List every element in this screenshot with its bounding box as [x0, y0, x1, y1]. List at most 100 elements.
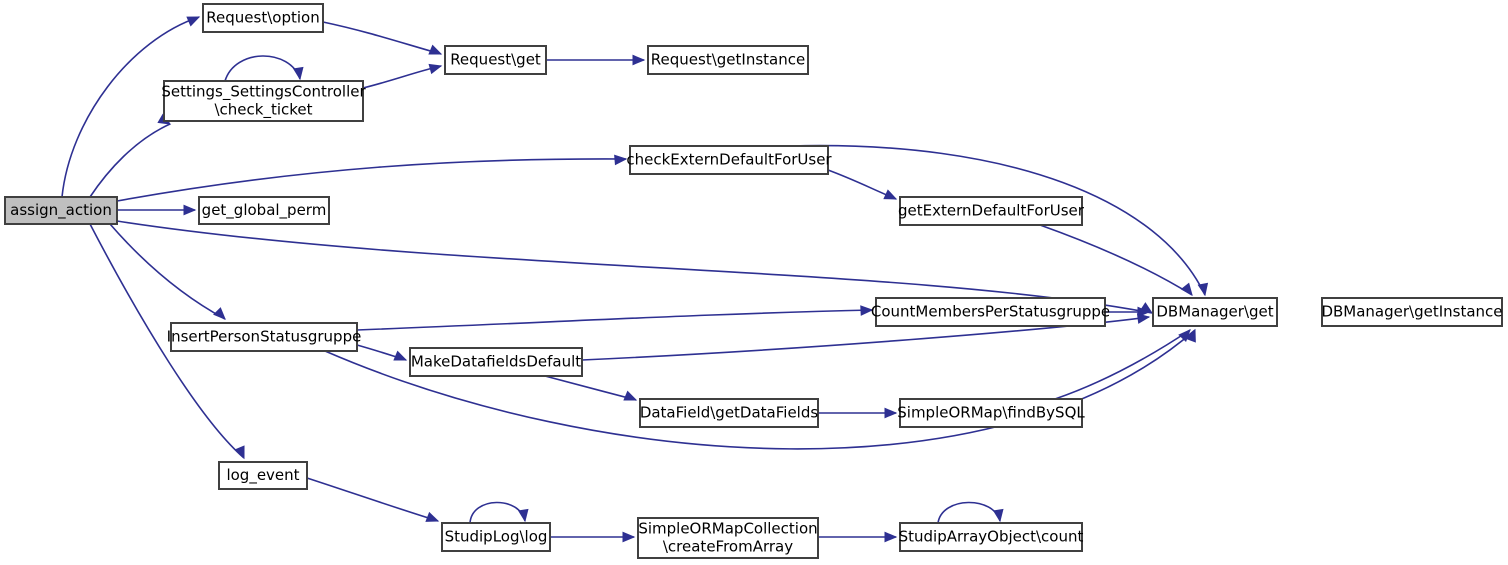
node-label: Request\option: [206, 9, 319, 27]
edge-arrowhead: [428, 63, 443, 75]
graph-node-request_getinstance[interactable]: Request\getInstance: [647, 45, 809, 75]
nodes-layer: assign_action Request\optionSettings_Sett…: [4, 3, 1503, 559]
edge-arrowhead: [186, 16, 201, 27]
node-label: DataField\getDataFields: [640, 404, 819, 422]
node-box[interactable]: [218, 461, 308, 490]
edge-line: [1039, 224, 1193, 296]
node-box[interactable]: [899, 522, 1083, 552]
edge-arrowhead: [1180, 282, 1193, 297]
edge-line: [324, 329, 1196, 450]
graph-edge: [224, 55, 304, 82]
edge-line: [224, 55, 301, 82]
node-label: \check_ticket: [214, 101, 312, 120]
graph-node-settings_check_ticket[interactable]: Settings_SettingsController\check_ticket: [161, 80, 366, 122]
graph-node-check_extern_default[interactable]: checkExternDefaultForUser: [626, 145, 832, 175]
node-box[interactable]: [198, 196, 330, 225]
graph-edge: [356, 344, 408, 361]
edge-arrowhead: [213, 307, 226, 320]
edge-arrowhead: [632, 54, 646, 66]
graph-node-assign_action[interactable]: assign_action: [4, 196, 118, 225]
node-label: Request\getInstance: [651, 51, 805, 69]
node-label: Request\get: [450, 51, 541, 69]
edge-arrowhead: [425, 511, 440, 522]
edge-arrowhead: [884, 531, 898, 543]
graph-node-log_event[interactable]: log_event: [218, 461, 308, 490]
node-label: MakeDatafieldsDefault: [411, 353, 581, 371]
edge-arrowhead: [428, 44, 443, 55]
node-label: StudipArrayObject\count: [899, 528, 1084, 546]
node-box[interactable]: [202, 3, 324, 33]
node-box[interactable]: [1321, 297, 1503, 327]
graph-node-datafield_getdf[interactable]: DataField\getDataFields: [639, 398, 819, 428]
edge-arrowhead: [1178, 329, 1191, 343]
edges-layer: [61, 16, 1209, 543]
node-label: \createFromArray: [663, 538, 793, 556]
node-box[interactable]: [409, 347, 583, 377]
graph-edge: [789, 144, 1209, 297]
graph-edge: [306, 477, 440, 522]
edge-arrowhead: [884, 407, 898, 419]
graph-node-simpleormap_findbysql[interactable]: SimpleORMap\findBySQL: [897, 398, 1085, 428]
graph-edge: [89, 113, 172, 198]
edge-arrowhead: [614, 154, 628, 166]
node-label: log_event: [226, 466, 299, 485]
graph-node-count_members[interactable]: CountMembersPerStatusgruppe: [871, 297, 1110, 327]
node-box[interactable]: [441, 522, 551, 552]
graph-node-get_extern_default[interactable]: getExternDefaultForUser: [898, 196, 1085, 226]
edge-line: [109, 223, 226, 320]
node-label: CountMembersPerStatusgruppe: [871, 303, 1110, 321]
graph-node-dbmanager_get[interactable]: DBManager\get: [1152, 297, 1278, 327]
edge-arrowhead: [393, 350, 408, 361]
node-box[interactable]: [899, 196, 1083, 226]
node-label: checkExternDefaultForUser: [626, 151, 832, 169]
edge-line: [789, 144, 1206, 296]
edge-line: [1054, 329, 1191, 400]
edge-line: [89, 123, 171, 198]
edge-line: [937, 501, 1001, 524]
node-box[interactable]: [875, 297, 1106, 327]
graph-edge: [89, 223, 245, 460]
node-label: get_global_perm: [202, 201, 327, 220]
node-box[interactable]: [163, 80, 364, 122]
graph-edge: [469, 501, 529, 524]
node-box[interactable]: [1152, 297, 1278, 327]
edge-line: [544, 375, 637, 401]
node-box[interactable]: [629, 145, 829, 175]
edge-arrowhead: [1136, 313, 1151, 324]
graph-node-make_datafields[interactable]: MakeDatafieldsDefault: [409, 347, 583, 377]
graph-node-insert_person_status[interactable]: InsertPersonStatusgruppe: [167, 322, 362, 352]
node-box[interactable]: [4, 196, 118, 225]
graph-node-request_option[interactable]: Request\option: [202, 3, 324, 33]
edge-arrowhead: [1197, 282, 1209, 297]
graph-node-request_get[interactable]: Request\get: [444, 45, 547, 75]
graph-edge: [324, 328, 1196, 450]
node-label: DBManager\getInstance: [1321, 303, 1502, 321]
node-box[interactable]: [170, 322, 358, 352]
node-box[interactable]: [647, 45, 809, 75]
graph-edge: [109, 223, 226, 320]
graph-edge: [550, 531, 636, 543]
edge-arrowhead: [883, 189, 898, 200]
node-label: DBManager\get: [1156, 303, 1273, 321]
graph-edge: [1054, 329, 1191, 400]
graph-edge: [544, 375, 638, 401]
edge-line: [356, 309, 873, 331]
graph-node-get_global_perm[interactable]: get_global_perm: [198, 196, 330, 225]
graph-node-studiplog_log[interactable]: StudipLog\log: [441, 522, 551, 552]
node-box[interactable]: [899, 398, 1083, 428]
graph-node-studiparrayobject_count[interactable]: StudipArrayObject\count: [899, 522, 1084, 552]
graph-edge: [1039, 224, 1193, 297]
graph-node-simpleormapcollection[interactable]: SimpleORMapCollection\createFromArray: [637, 517, 819, 559]
graph-edge: [827, 169, 898, 200]
graph-node-dbmanager_getinstance[interactable]: DBManager\getInstance: [1321, 297, 1503, 327]
edge-arrowhead: [860, 305, 874, 316]
node-box[interactable]: [444, 45, 547, 75]
edge-arrowhead: [1185, 328, 1196, 343]
graph-edge: [546, 54, 646, 66]
edge-arrowhead: [183, 204, 197, 216]
node-box[interactable]: [637, 517, 819, 559]
graph-edge: [362, 63, 443, 89]
node-box[interactable]: [639, 398, 819, 428]
